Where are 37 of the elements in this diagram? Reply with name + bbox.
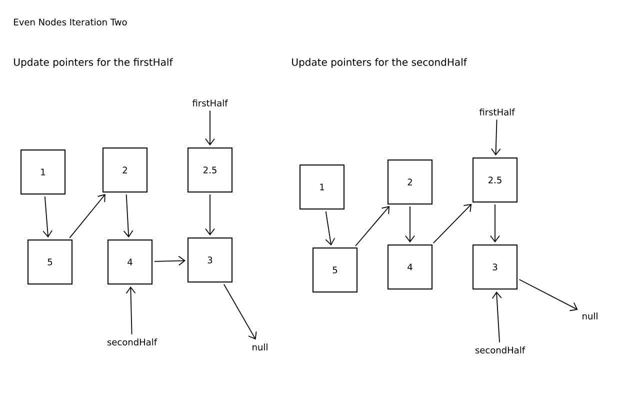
node-box: 2.5 xyxy=(188,148,232,192)
arrow xyxy=(69,194,106,238)
arrow xyxy=(432,204,472,244)
pointer-label: firstHalf xyxy=(479,108,515,116)
arrow xyxy=(355,206,390,246)
node-box: 5 xyxy=(312,248,358,292)
pointer-label: null xyxy=(582,312,598,320)
node-box: 2.5 xyxy=(472,158,518,202)
arrow xyxy=(518,279,578,312)
arrow xyxy=(205,194,215,236)
pointer-label: firstHalf xyxy=(192,100,228,106)
arrow xyxy=(490,119,501,156)
arrow xyxy=(42,196,53,238)
title: Even Nodes Iteration Two xyxy=(14,18,127,26)
heading: Update pointers for the secondHalf xyxy=(292,58,468,68)
arrow xyxy=(405,206,415,242)
arrow xyxy=(126,286,136,335)
heading: Update pointers for the firstHalf xyxy=(14,58,173,68)
arrow xyxy=(490,204,500,242)
pointer-label: secondHalf xyxy=(475,346,526,354)
node-box: 5 xyxy=(28,240,72,284)
node-box: 1 xyxy=(20,150,66,194)
pointer-label: null xyxy=(252,344,268,350)
arrow xyxy=(154,256,186,266)
node-box: 3 xyxy=(188,238,232,282)
arrow xyxy=(123,194,134,238)
arrow xyxy=(325,211,336,246)
arrow xyxy=(492,292,502,343)
node-box: 3 xyxy=(472,244,518,290)
node-box: 4 xyxy=(108,240,152,284)
node-box: 2 xyxy=(388,160,432,204)
node-box: 4 xyxy=(388,244,432,290)
arrow xyxy=(223,284,257,340)
node-box: 2 xyxy=(102,148,148,192)
node-box: 1 xyxy=(300,164,344,210)
pointer-label: secondHalf xyxy=(107,338,158,346)
arrow xyxy=(205,110,215,146)
